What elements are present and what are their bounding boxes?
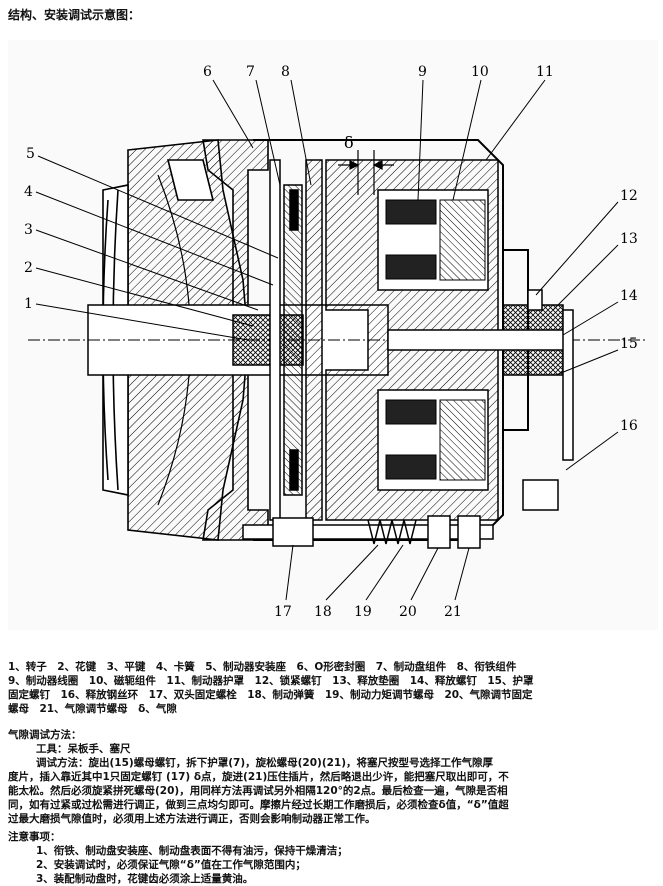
callout-21: 21 xyxy=(444,604,462,620)
gap-method-line: 同，如有过紧或过松需进行调正，做到三点均匀即可。摩擦片经过长期工作磨损后，必须检… xyxy=(8,799,509,811)
callout-20: 20 xyxy=(399,604,417,620)
gap-method-line: 度片，插入靠近其中1只固定螺钉 (17) δ点，旋进(21)压住插片，然后略退出… xyxy=(8,771,509,783)
callout-10: 10 xyxy=(471,64,489,80)
legend-line: 9、制动器线圈 10、磁轭组件 11、制动器护罩 12、锁紧螺钉 13、释放垫圈… xyxy=(8,675,534,687)
callout-13: 13 xyxy=(620,231,638,247)
callout-15: 15 xyxy=(620,336,638,352)
gap-tools: 工具：呆板手、塞尺 xyxy=(36,743,131,755)
release-assembly xyxy=(387,289,574,511)
callout-9: 9 xyxy=(418,64,427,80)
brake-cross-section-diagram: δ 1 2 3 4 5 6 7 8 9 10 11 12 xyxy=(8,40,658,630)
callout-7: 7 xyxy=(246,64,255,80)
gap-method-line: 能太松。然后必须旋紧拼死螺母(20)，用同样方法再调试另外相隔120°的2点。最… xyxy=(8,785,508,797)
callout-8: 8 xyxy=(281,64,290,80)
gap-heading: 气隙调试方法： xyxy=(8,729,82,741)
notes-heading: 注意事项： xyxy=(8,831,61,843)
gap-method-line: 调试方法：旋出(15)螺母螺钉，拆下护罩(7)，旋松螺母(20)(21)，将塞尺… xyxy=(36,757,494,769)
gap-method-line: 过最大磨损气隙值时，必须用上述方法进行调正，否则会影响制动器正常工作。 xyxy=(8,813,376,825)
callout-3: 3 xyxy=(24,222,33,238)
parts-legend: 1、转子 2、花键 3、平键 4、卡簧 5、制动器安装座 6、O形密封圈 7、制… xyxy=(8,660,658,716)
callout-17: 17 xyxy=(274,604,292,620)
callout-4: 4 xyxy=(24,184,33,200)
air-gap-marker xyxy=(338,150,394,195)
callout-16: 16 xyxy=(620,418,638,434)
callout-14: 14 xyxy=(620,288,638,304)
note-item: 1、衔铁、制动盘安装座、制动盘表面不得有油污，保持干燥清洁； xyxy=(36,845,348,857)
gap-adjustment-section: 气隙调试方法： 工具：呆板手、塞尺 调试方法：旋出(15)螺母螺钉，拆下护罩(7… xyxy=(8,728,658,826)
legend-line: 1、转子 2、花键 3、平键 4、卡簧 5、制动器安装座 6、O形密封圈 7、制… xyxy=(8,661,517,673)
callout-12: 12 xyxy=(620,188,638,204)
callout-5: 5 xyxy=(26,146,35,162)
callout-18: 18 xyxy=(314,604,332,620)
callout-19: 19 xyxy=(354,604,372,620)
brake-coil xyxy=(385,199,486,481)
callout-2: 2 xyxy=(24,260,33,276)
delta-label: δ xyxy=(344,133,354,152)
legend-line: 固定螺钉 16、释放钢丝环 17、双头固定螺栓 18、制动弹簧 19、制动力矩调… xyxy=(8,689,533,701)
legend-line: 螺母 21、气隙调节螺母 δ、气隙 xyxy=(8,703,177,715)
page-title: 结构、安装调试示意图： xyxy=(8,8,141,22)
callout-1: 1 xyxy=(24,296,33,312)
callout-11: 11 xyxy=(536,64,554,80)
callout-6: 6 xyxy=(203,64,212,80)
note-item: 2、安装调试时，必须保证气隙“δ”值在工作气隙范围内； xyxy=(36,859,306,871)
leader-lines xyxy=(35,79,619,601)
note-item: 3、装配制动盘时，花键齿必须涂上适量黄油。 xyxy=(36,873,254,885)
notes-section: 注意事项： 1、衔铁、制动盘安装座、制动盘表面不得有油污，保持干燥清洁； 2、安… xyxy=(8,830,658,886)
bolt-spring-nuts xyxy=(242,515,494,549)
brake-disc-and-armature xyxy=(269,159,323,521)
